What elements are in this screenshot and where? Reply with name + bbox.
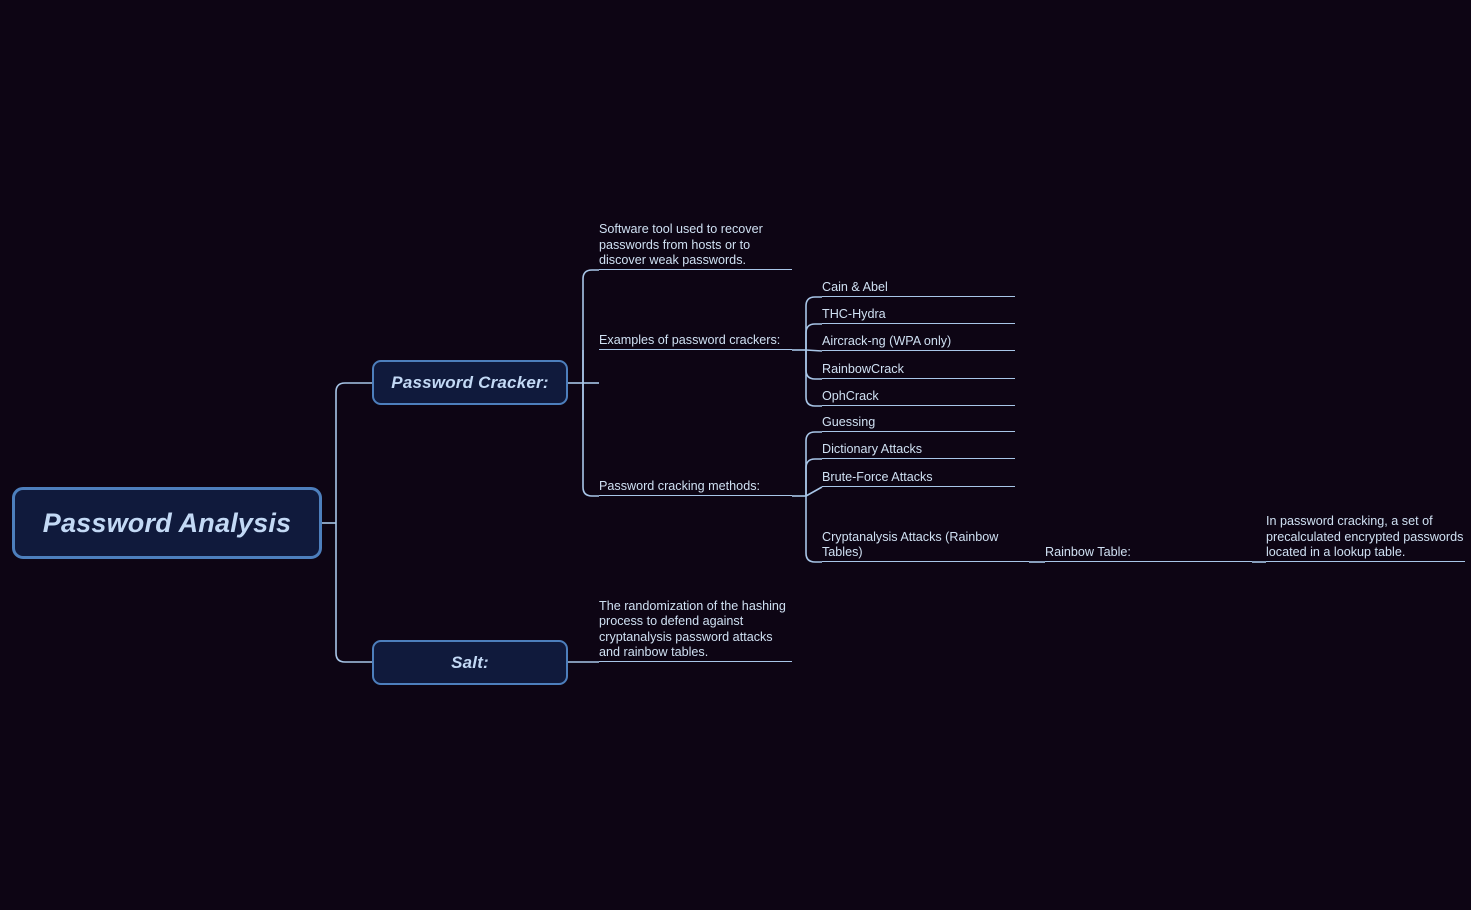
- connector-examples-item-3: [805, 349, 823, 352]
- leaf-method-brute-force-attacks[interactable]: Brute-Force Attacks: [822, 469, 1015, 487]
- branch-node-password-cracker[interactable]: Password Cracker:: [372, 360, 568, 405]
- note-password-cracker-definition[interactable]: Software tool used to recover passwords …: [599, 222, 792, 270]
- connector-root-to-salt: [335, 523, 372, 663]
- connector-cracker-to-methods: [582, 383, 599, 497]
- branch-node-salt[interactable]: Salt:: [372, 640, 568, 685]
- connector-cracker-to-definition: [582, 269, 599, 383]
- connector-examples-item-4: [805, 350, 822, 380]
- leaf-method-dictionary-attacks[interactable]: Dictionary Attacks: [822, 441, 1015, 459]
- connector-examples-bracket-bottom: [805, 350, 822, 407]
- connector-methods-item-3: [805, 486, 823, 497]
- branch-node-password-cracker-label: Password Cracker:: [391, 372, 549, 392]
- leaf-method-brute-force-attacks-label: Brute-Force Attacks: [822, 469, 933, 484]
- leaf-method-cryptanalysis-attacks-label: Cryptanalysis Attacks (Rainbow Tables): [822, 529, 999, 559]
- connector-methods-bracket-bottom: [805, 496, 822, 563]
- leaf-example-rainbowcrack-label: RainbowCrack: [822, 361, 904, 376]
- root-node-password-analysis[interactable]: Password Analysis: [12, 487, 322, 559]
- leaf-method-guessing[interactable]: Guessing: [822, 414, 1015, 432]
- branch-node-salt-label: Salt:: [451, 652, 489, 672]
- leaf-example-ophcrack[interactable]: OphCrack: [822, 388, 1015, 406]
- connector-methods-bracket-top: [805, 431, 822, 496]
- note-rainbow-table-definition-text: In password cracking, a set of precalcul…: [1266, 514, 1464, 559]
- note-rainbow-table-definition[interactable]: In password cracking, a set of precalcul…: [1266, 496, 1465, 562]
- node-rainbow-table[interactable]: Rainbow Table:: [1045, 542, 1252, 562]
- connector-examples-bracket-top: [805, 296, 822, 350]
- node-password-cracking-methods-label: Password cracking methods:: [599, 478, 760, 493]
- node-rainbow-table-label: Rainbow Table:: [1045, 544, 1131, 559]
- note-salt-definition[interactable]: The randomization of the hashing process…: [599, 599, 792, 662]
- leaf-method-cryptanalysis-attacks[interactable]: Cryptanalysis Attacks (Rainbow Tables): [822, 520, 1029, 562]
- leaf-example-aircrack-ng[interactable]: Aircrack-ng (WPA only): [822, 333, 1015, 351]
- leaf-example-cain-and-abel-label: Cain & Abel: [822, 279, 888, 294]
- leaf-example-thc-hydra[interactable]: THC-Hydra: [822, 306, 1015, 324]
- connector-examples-item-2: [805, 323, 822, 350]
- leaf-example-thc-hydra-label: THC-Hydra: [822, 306, 886, 321]
- leaf-example-rainbowcrack[interactable]: RainbowCrack: [822, 361, 1015, 379]
- leaf-method-guessing-label: Guessing: [822, 414, 876, 429]
- root-node-label: Password Analysis: [42, 507, 292, 538]
- connector-methods-item-2: [805, 458, 822, 496]
- connector-root-to-password-cracker: [335, 382, 372, 523]
- leaf-example-cain-and-abel[interactable]: Cain & Abel: [822, 279, 1015, 297]
- node-examples-of-password-crackers-label: Examples of password crackers:: [599, 332, 781, 347]
- leaf-example-ophcrack-label: OphCrack: [822, 388, 879, 403]
- note-password-cracker-definition-text: Software tool used to recover passwords …: [599, 222, 763, 267]
- node-examples-of-password-crackers[interactable]: Examples of password crackers:: [599, 330, 792, 350]
- node-password-cracking-methods[interactable]: Password cracking methods:: [599, 476, 792, 496]
- leaf-example-aircrack-ng-label: Aircrack-ng (WPA only): [822, 333, 952, 348]
- leaf-method-dictionary-attacks-label: Dictionary Attacks: [822, 441, 923, 456]
- note-salt-definition-text: The randomization of the hashing process…: [599, 599, 786, 659]
